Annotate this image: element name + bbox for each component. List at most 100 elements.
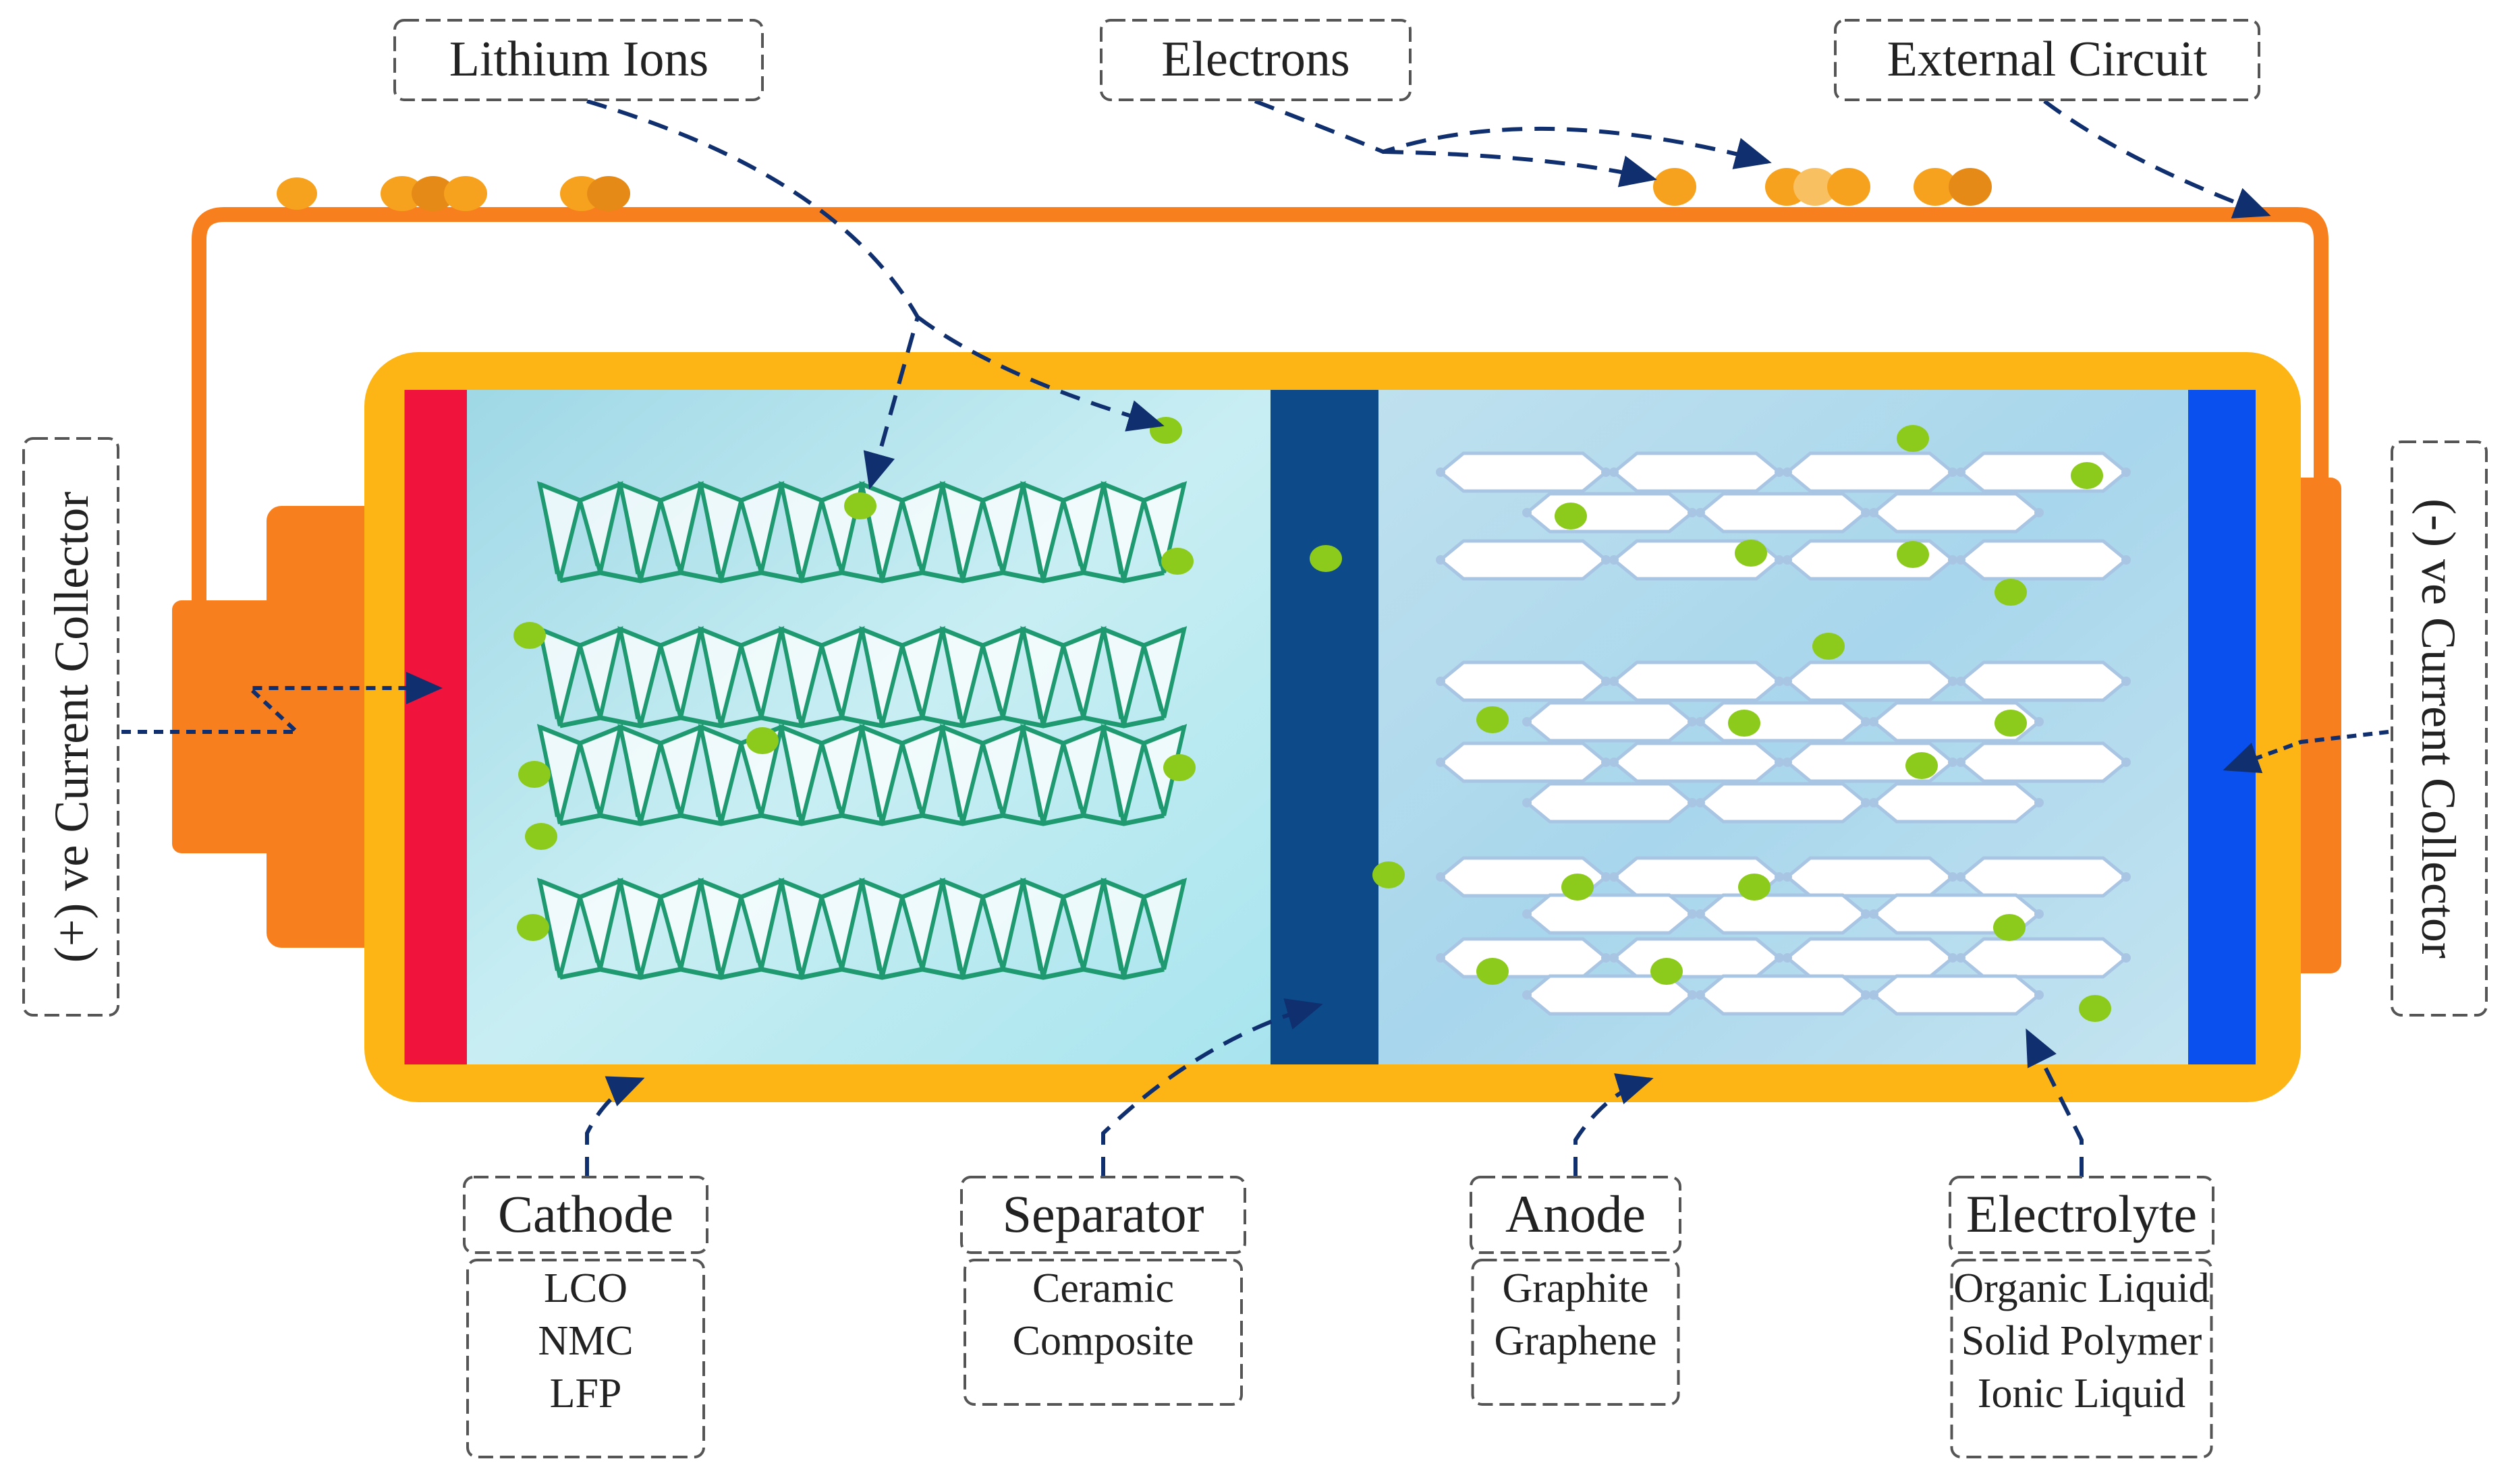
cathode-material: NMC (538, 1318, 633, 1364)
graphene-hexagon (1438, 660, 1609, 702)
electron (412, 176, 455, 211)
lithium-ion-dot (1476, 706, 1509, 733)
graphene-hexagon (1438, 451, 1609, 493)
lithium-ion-dot (1163, 754, 1196, 781)
graphene-hexagon (1871, 492, 2042, 534)
lithium-ion-dot (1995, 579, 2027, 606)
graphite-layer (1436, 660, 2131, 702)
lithium-ion-dot (518, 761, 551, 788)
cathode-lattice-row (536, 626, 1188, 729)
graphene-hexagon (1611, 741, 1782, 783)
electron (1827, 168, 1870, 206)
lithium-ion-dot (517, 914, 549, 941)
graphite-layer (1522, 492, 2044, 534)
electron (1793, 168, 1837, 206)
anode-title: Anode (1505, 1185, 1646, 1243)
electron-group-left (277, 176, 630, 211)
cathode-current-collector (405, 390, 467, 1064)
cathode-lattice-row (536, 481, 1188, 583)
lithium-ion-dot (2079, 995, 2111, 1022)
graphene-hexagon (1958, 741, 2129, 783)
lithium-ion-dot (1372, 861, 1405, 888)
cathode-title: Cathode (498, 1185, 673, 1243)
cathode-arrow (585, 1076, 645, 1177)
external-circuit-label: External Circuit (1887, 32, 2208, 87)
lithium-ion-group (513, 417, 2111, 1022)
anode-graphite-layers (1436, 451, 2131, 1016)
lithium-ion-dot (2071, 462, 2103, 489)
graphene-hexagon (1698, 974, 1868, 1016)
graphene-hexagon (1698, 701, 1868, 743)
graphene-hexagon (1524, 782, 1695, 824)
graphene-hexagon (1438, 741, 1609, 783)
graphene-hexagon (1785, 856, 1955, 898)
positive-collector-arrow (121, 672, 443, 734)
lithium-ion-dot (1561, 874, 1594, 901)
graphite-layer (1522, 782, 2044, 824)
lithium-ion-dot (1993, 914, 2026, 941)
anode-material: Graphene (1495, 1318, 1657, 1364)
electrolyte-material: Ionic Liquid (1978, 1371, 2185, 1417)
lithium-ion-dot (1897, 425, 1929, 452)
lithium-ion-dot (1476, 958, 1509, 985)
leader-arrows (121, 99, 2389, 1177)
lithium-ions-arrow-a (586, 99, 920, 490)
lithium-ions-arrow-b (916, 315, 1165, 432)
graphene-hexagon (1698, 893, 1868, 935)
cathode-material: LFP (550, 1371, 622, 1417)
graphene-hexagon (1785, 539, 1955, 581)
lithium-ion-dot (1738, 874, 1770, 901)
positive-collector-label: (+) ve Current Collector (45, 492, 99, 963)
graphene-hexagon (1698, 492, 1868, 534)
lithium-ion-dot (1150, 417, 1182, 444)
electron (1914, 168, 1957, 206)
cathode-lattice (536, 481, 1188, 980)
graphene-hexagon (1611, 937, 1782, 979)
cathode-material: LCO (544, 1265, 628, 1311)
graphite-layer (1436, 539, 2131, 581)
electrons-arrow-a (1254, 99, 1772, 169)
separator-material: Ceramic (1032, 1265, 1174, 1311)
graphite-layer (1436, 937, 2131, 979)
lithium-ion-dot (1310, 545, 1342, 572)
electron (444, 176, 487, 211)
graphene-hexagon (1611, 660, 1782, 702)
graphite-layer (1522, 893, 2044, 935)
graphite-layer (1436, 741, 2131, 783)
anode-material: Graphite (1503, 1265, 1649, 1311)
external-circuit-wire (192, 207, 2328, 607)
positive-terminal (172, 506, 388, 948)
electrons-label: Electrons (1161, 32, 1349, 87)
electrons-callout: Electrons (1100, 19, 1412, 101)
separator-title: Separator (1003, 1185, 1204, 1243)
graphene-hexagon (1871, 974, 2042, 1016)
graphene-hexagon (1785, 451, 1955, 493)
electron (1949, 168, 1992, 206)
electrolyte-title: Electrolyte (1966, 1185, 2197, 1243)
lithium-ion-dot (1650, 958, 1683, 985)
graphene-hexagon (1611, 451, 1782, 493)
cathode-lattice-row (536, 724, 1188, 826)
negative-collector-label: (-) ve Current Collector (2411, 498, 2465, 959)
electron-group-right (1653, 168, 1992, 206)
graphene-hexagon (1958, 856, 2129, 898)
lithium-ion-dot (1161, 548, 1194, 575)
electron (587, 176, 630, 211)
graphene-hexagon (1698, 782, 1868, 824)
negative-collector-callout: (-) ve Current Collector (2391, 440, 2488, 1017)
anode-arrow (1573, 1073, 1654, 1177)
separator-material: Composite (1013, 1318, 1194, 1364)
separator-arrow (1101, 998, 1323, 1177)
electron (381, 176, 424, 211)
graphene-hexagon (1958, 539, 2129, 581)
cathode-lattice-row (536, 878, 1188, 980)
lithium-ion-dot (1735, 540, 1767, 567)
electrolyte-material: Solid Polymer (1961, 1318, 2202, 1364)
external-circuit-arrow (2043, 99, 2271, 219)
graphene-hexagon (1438, 937, 1609, 979)
lithium-ions-callout: Lithium Ions (393, 19, 764, 101)
